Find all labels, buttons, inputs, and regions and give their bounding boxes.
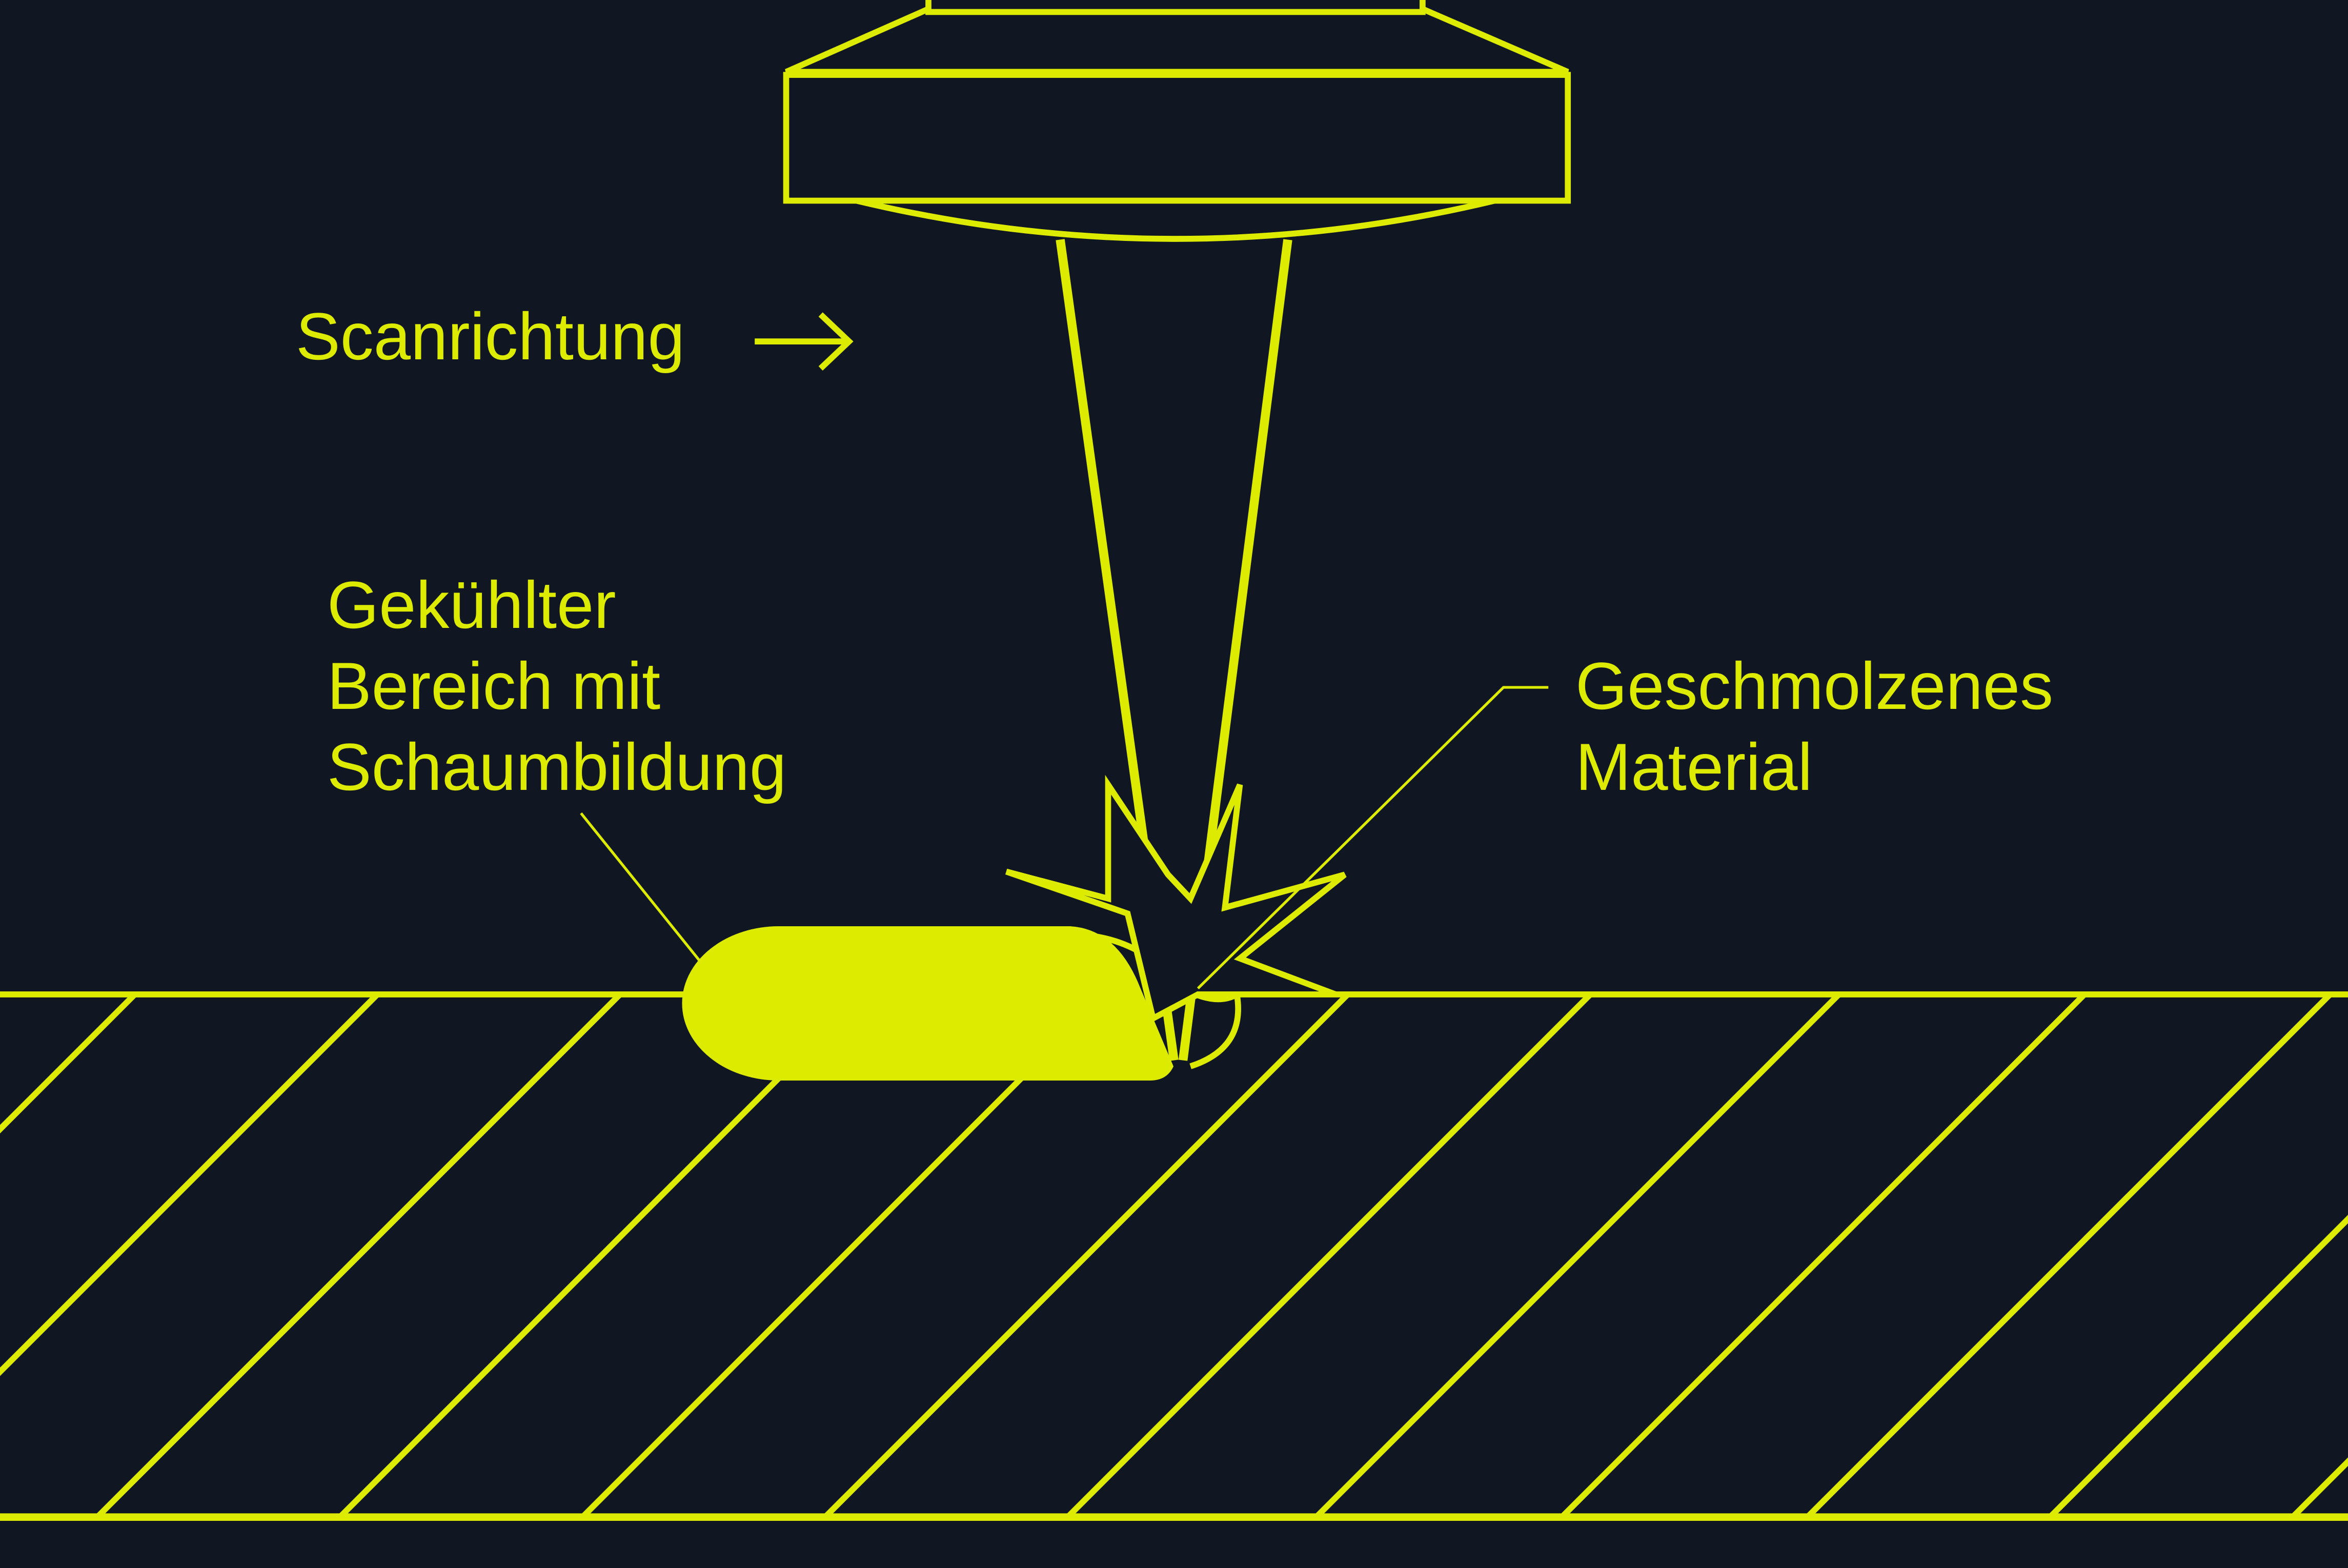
- spatter-sparks: [1005, 775, 1347, 1023]
- laser-head-top: [925, 0, 1426, 15]
- leader-line-molten-material: [1197, 686, 1549, 990]
- laser-head-body: [783, 72, 1571, 204]
- cooled-area-label-line2: Bereich mit: [327, 648, 661, 723]
- laser-head-shoulder: [785, 6, 1569, 75]
- scan-direction-label: Scanrichtung: [296, 299, 685, 374]
- cooled-foamed-area: [682, 926, 1173, 1081]
- molten-zone-outline: [1070, 931, 1241, 1069]
- workpiece-hatching: [0, 994, 2348, 1519]
- laser-head: [783, 0, 1571, 242]
- workpiece: [0, 994, 2348, 1521]
- cooled-area-label-line3: Schaumbildung: [327, 729, 787, 804]
- leader-lines: [580, 686, 1549, 990]
- molten-material-label-line1: Geschmolzenes: [1575, 648, 2054, 723]
- right-arrow-icon: [755, 312, 854, 371]
- molten-material-label-line2: Material: [1575, 729, 1813, 804]
- cooled-area-label-line1: Gekühlter: [327, 567, 616, 642]
- focusing-lens: [856, 197, 1495, 242]
- leader-line-cooled-area: [580, 812, 705, 967]
